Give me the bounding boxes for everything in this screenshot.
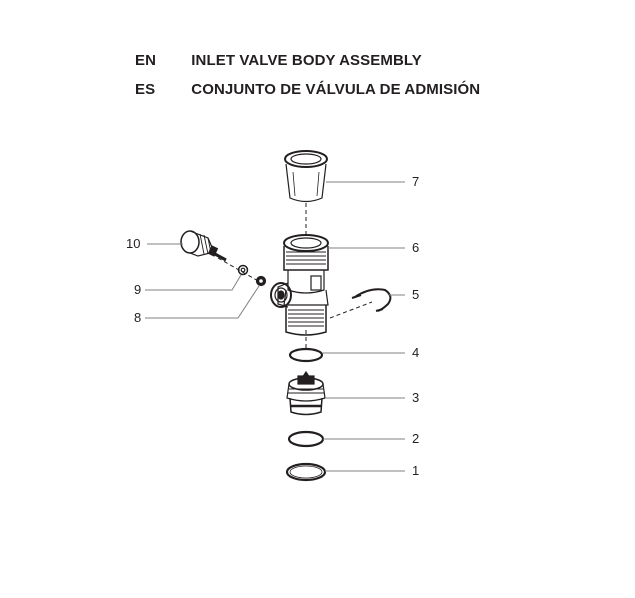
- part-2-o-ring: [287, 430, 325, 448]
- callout-9: 9: [134, 282, 142, 297]
- title-row-en: EN INLET VALVE BODY ASSEMBLY: [135, 52, 422, 69]
- part-6-valve-body: [270, 234, 329, 336]
- title-row-es: ES CONJUNTO DE VÁLVULA DE ADMISIÓN: [135, 81, 480, 98]
- callout-8: 8: [134, 310, 142, 325]
- part-8-seal: [255, 275, 267, 287]
- language-code: EN: [135, 52, 157, 69]
- language-code: ES: [135, 81, 156, 98]
- diagram-title: INLET VALVE BODY ASSEMBLY: [191, 52, 422, 69]
- part-9-washer: [237, 264, 249, 276]
- callout-2: 2: [412, 431, 420, 446]
- part-4-o-ring: [288, 347, 324, 363]
- leader-lines: [145, 181, 405, 472]
- part-7-sleeve: [284, 150, 328, 203]
- callout-6: 6: [412, 240, 420, 255]
- assembly-axis: [217, 203, 373, 350]
- part-10-plug: [180, 230, 227, 262]
- part-5-clip: [351, 288, 392, 312]
- callout-1: 1: [412, 463, 420, 478]
- diagram-title: CONJUNTO DE VÁLVULA DE ADMISIÓN: [191, 81, 481, 98]
- callout-3: 3: [412, 390, 420, 405]
- callout-7: 7: [412, 174, 420, 189]
- part-3-cartridge: [286, 370, 326, 416]
- callout-10: 10: [126, 236, 141, 251]
- callout-4: 4: [412, 345, 420, 360]
- callout-5: 5: [412, 287, 420, 302]
- part-1-o-ring: [285, 462, 327, 482]
